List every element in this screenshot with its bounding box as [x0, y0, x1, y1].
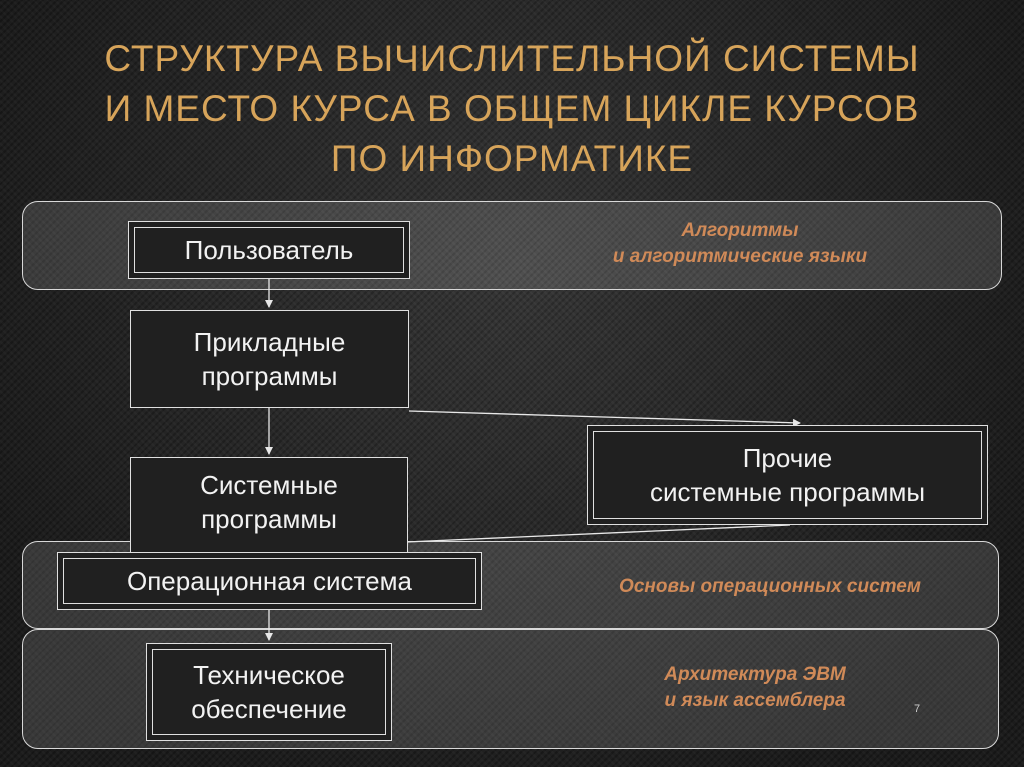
- course-os-basics: Основы операционных систем: [560, 574, 980, 600]
- box-user-label: Пользователь: [184, 235, 354, 265]
- box-other-system-programs: Прочие системные программы: [587, 425, 988, 525]
- course-architecture-line-2: и язык ассемблера: [664, 690, 846, 711]
- course-algorithms-line-2: и алгоритмические языки: [612, 246, 868, 267]
- title-line-2: И МЕСТО КУРСА В ОБЩЕМ ЦИКЛЕ КУРСОВ: [104, 88, 920, 129]
- course-architecture: Архитектура ЭВМ и язык ассемблера: [600, 662, 910, 714]
- title-line-3: ПО ИНФОРМАТИКЕ: [330, 138, 694, 179]
- box-system-line-1: Системные: [200, 470, 338, 500]
- box-other-line-1: Прочие: [742, 443, 833, 473]
- box-other-line-2: системные программы: [649, 477, 926, 507]
- box-operating-system: Операционная система: [57, 552, 482, 610]
- box-system-programs: Системные программы: [130, 457, 408, 553]
- course-os-basics-label: Основы операционных систем: [619, 576, 921, 597]
- box-system-line-2: программы: [201, 504, 337, 534]
- box-user: Пользователь: [128, 221, 410, 279]
- course-algorithms: Алгоритмы и алгоритмические языки: [560, 218, 920, 270]
- slide-title: СТРУКТУРА ВЫЧИСЛИТЕЛЬНОЙ СИСТЕМЫ И МЕСТО…: [0, 34, 1024, 184]
- box-hardware: Техническое обеспечение: [146, 643, 392, 741]
- title-line-1: СТРУКТУРА ВЫЧИСЛИТЕЛЬНОЙ СИСТЕМЫ: [104, 38, 920, 79]
- page-number: 7: [914, 703, 921, 715]
- box-applied-programs: Прикладные программы: [130, 310, 409, 408]
- box-applied-line-1: Прикладные: [193, 327, 346, 357]
- box-hardware-line-1: Техническое: [193, 660, 345, 690]
- arrow-applied-to-other: [408, 410, 801, 427]
- course-architecture-line-1: Архитектура ЭВМ: [664, 664, 846, 685]
- course-algorithms-line-1: Алгоритмы: [681, 220, 799, 241]
- box-applied-line-2: программы: [201, 361, 338, 391]
- box-os-label: Операционная система: [127, 566, 412, 596]
- box-hardware-line-2: обеспечение: [191, 694, 347, 724]
